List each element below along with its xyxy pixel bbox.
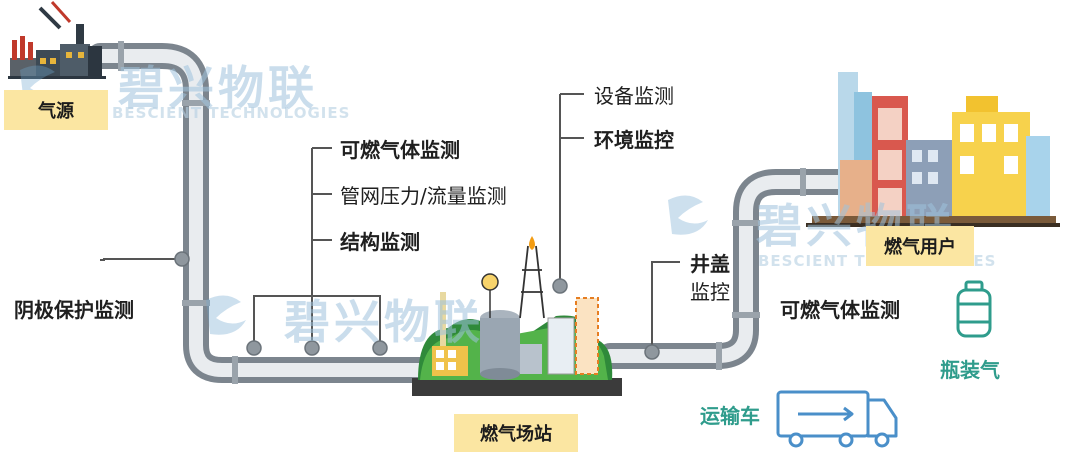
label-equipment: 设备监测 [594, 84, 674, 108]
gas-cylinder-icon [956, 280, 992, 338]
label-cathodic-protection: 阴极保护监测 [14, 298, 134, 322]
sensor-leaders [100, 93, 680, 350]
watermark-en: BESCIENT TECHNOLOGIES [112, 104, 351, 122]
label-combustible-gas-user: 可燃气体监测 [780, 298, 900, 322]
sensor-dot [644, 344, 660, 360]
sensor-dot [304, 340, 320, 356]
sensor-dot [246, 340, 262, 356]
label-combustible-gas: 可燃气体监测 [340, 138, 460, 162]
gas-station-icon [412, 236, 622, 396]
city-buildings-icon [806, 72, 1060, 227]
pipe-joints [118, 41, 806, 384]
sensor-dot [552, 278, 568, 294]
watermark-cn: 碧兴物联 [284, 295, 484, 349]
gas-user-tag: 燃气用户 [866, 226, 974, 266]
gas-source-factory-icon [8, 0, 106, 79]
gas-source-tag: 气源 [4, 90, 108, 130]
pipeline [87, 43, 853, 383]
sensor-dot [372, 340, 388, 356]
label-cylinder: 瓶装气 [940, 358, 1000, 382]
gas-station-tag: 燃气场站 [454, 414, 578, 452]
label-truck: 运输车 [700, 404, 760, 428]
truck-icon [776, 390, 898, 448]
label-manhole-line2: 监控 [690, 280, 730, 304]
sensor-dots [174, 251, 660, 360]
label-pipe-pressure-flow: 管网压力/流量监测 [340, 184, 507, 208]
label-environment: 环境监控 [594, 128, 674, 152]
label-manhole-line1: 井盖 [690, 252, 730, 276]
sensor-dot [174, 251, 190, 267]
watermark-cn: 碧兴物联 [118, 61, 318, 115]
label-structure: 结构监测 [340, 230, 420, 254]
